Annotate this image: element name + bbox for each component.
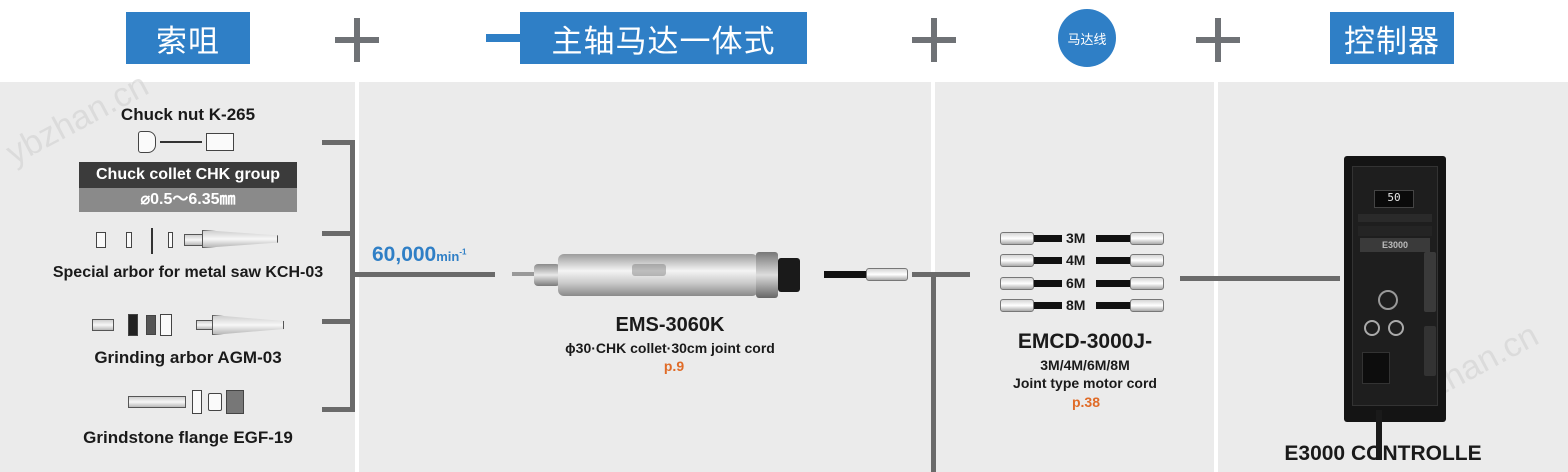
cord-row: 3M — [1000, 230, 1172, 247]
metal-saw-arbor-label: Special arbor for metal saw KCH-03 — [52, 264, 324, 281]
spindle-page-ref[interactable]: p.9 — [663, 358, 685, 374]
grindstone-flange-label: Grindstone flange EGF-19 — [83, 428, 293, 447]
cord-row: 8M — [1000, 297, 1172, 314]
connector-line — [931, 272, 936, 472]
controller-image: 50 E3000 — [1344, 156, 1446, 422]
controller-knob-icon — [1378, 290, 1398, 310]
connector-line — [355, 272, 495, 277]
spindle-cord — [824, 271, 868, 278]
bracket-line — [322, 140, 354, 145]
category-label: 索咀 — [156, 23, 220, 60]
category-tag-collet: 索咀 — [126, 12, 250, 64]
connector-line — [1180, 276, 1340, 281]
bracket-line — [322, 231, 354, 236]
spindle-description: ϕ30·CHK collet·30cm joint cord — [565, 340, 775, 356]
collet-group-label: Chuck collet CHK group — [79, 162, 297, 188]
spindle-speed: 60,000min-1 — [372, 243, 466, 267]
cord-row: 4M — [1000, 252, 1172, 269]
chuck-nut-label: Chuck nut K-265 — [120, 105, 256, 124]
cord-page-ref[interactable]: p.38 — [1071, 394, 1100, 410]
cord-length: 6M — [1066, 275, 1086, 291]
controller-display: 50 — [1374, 190, 1414, 208]
controller-brand: E3000 — [1360, 238, 1430, 252]
plus-icon — [335, 18, 379, 62]
spindle-motor-image — [512, 248, 802, 300]
speed-exponent: -1 — [459, 247, 467, 257]
collet-range-label: ⌀0.5～6.35㎜ — [79, 188, 297, 212]
cord-row: 6M — [1000, 275, 1172, 292]
controller-cable — [1376, 410, 1382, 460]
connector-line — [912, 272, 970, 277]
category-tag-spindle: 主轴马达一体式 — [520, 12, 807, 64]
bracket-line — [350, 140, 355, 412]
tag-left-notch — [486, 34, 526, 42]
bracket-line — [322, 319, 354, 324]
controller-port-icon — [1364, 320, 1380, 336]
category-label: 控制器 — [1344, 23, 1440, 60]
panel-cord — [935, 82, 1214, 472]
cord-model: EMCD-3000J- — [1017, 330, 1153, 353]
grinding-arbor-label: Grinding arbor AGM-03 — [94, 348, 282, 367]
category-tag-controller: 控制器 — [1330, 12, 1454, 64]
category-label: 马达线 — [1067, 32, 1107, 48]
spindle-model: EMS-3060K — [615, 314, 725, 336]
cord-length: 3M — [1066, 230, 1086, 246]
cord-length: 4M — [1066, 252, 1086, 268]
speed-value: 60,000 — [372, 243, 437, 266]
controller-port-icon — [1388, 320, 1404, 336]
plus-icon — [1196, 18, 1240, 62]
category-tag-motor-cord: 马达线 — [1058, 9, 1116, 67]
cord-length: 8M — [1066, 297, 1086, 313]
spindle-cord-connector — [866, 268, 908, 281]
cord-description: Joint type motor cord — [1013, 375, 1157, 391]
controller-name: E3000 CONTROLLE — [1284, 442, 1482, 465]
cord-variants: 3M/4M/6M/8M — [1040, 357, 1130, 373]
speed-unit: min — [436, 249, 460, 264]
bracket-line — [322, 407, 354, 412]
plus-icon — [912, 18, 956, 62]
category-label: 主轴马达一体式 — [551, 23, 776, 60]
